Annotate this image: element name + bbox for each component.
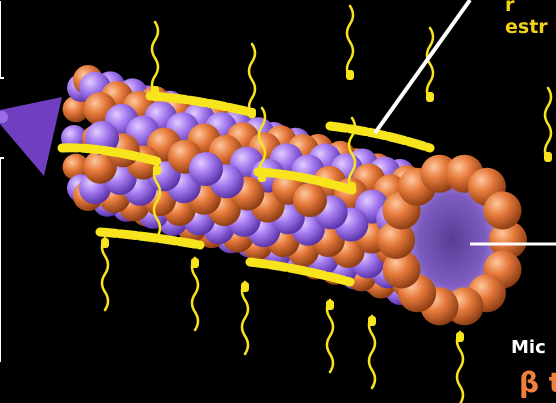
frame-lines bbox=[0, 1, 4, 362]
map-projection bbox=[249, 44, 255, 116]
map-projection bbox=[242, 282, 248, 354]
microtubule bbox=[61, 65, 527, 325]
zoom-wedge bbox=[0, 97, 62, 176]
map-projection bbox=[545, 88, 551, 160]
beta-tubulin-subunit bbox=[293, 183, 327, 217]
map-anchor bbox=[191, 258, 199, 268]
leader-line-top bbox=[375, 0, 470, 133]
map-anchor bbox=[101, 238, 109, 248]
map-projection bbox=[427, 28, 433, 100]
map-anchor bbox=[151, 86, 159, 96]
top-label-text: estr bbox=[505, 16, 548, 38]
map-anchor bbox=[456, 332, 464, 342]
beta-tubulin-label: β t bbox=[519, 366, 556, 399]
map-anchor bbox=[258, 172, 266, 182]
top-label-partial: r bbox=[505, 0, 548, 16]
map-projection bbox=[152, 22, 158, 94]
top-label: r estr bbox=[505, 8, 548, 38]
map-anchor bbox=[248, 108, 256, 118]
map-projection bbox=[192, 258, 198, 330]
map-anchor bbox=[348, 182, 356, 192]
alpha-tubulin-subunit bbox=[189, 152, 223, 186]
map-anchor bbox=[426, 92, 434, 102]
map-anchor bbox=[544, 152, 552, 162]
map-projection bbox=[457, 332, 463, 403]
map-anchor bbox=[346, 70, 354, 80]
map-anchor bbox=[241, 282, 249, 292]
microtubule-label: Mic bbox=[511, 337, 546, 358]
end-ring-subunit bbox=[484, 192, 522, 230]
map-anchor bbox=[153, 165, 161, 175]
map-projection bbox=[102, 238, 108, 310]
map-anchor bbox=[326, 300, 334, 310]
map-projection bbox=[347, 6, 353, 78]
map-anchor bbox=[368, 316, 376, 326]
map-projection bbox=[327, 300, 333, 372]
map-projection bbox=[369, 316, 375, 388]
